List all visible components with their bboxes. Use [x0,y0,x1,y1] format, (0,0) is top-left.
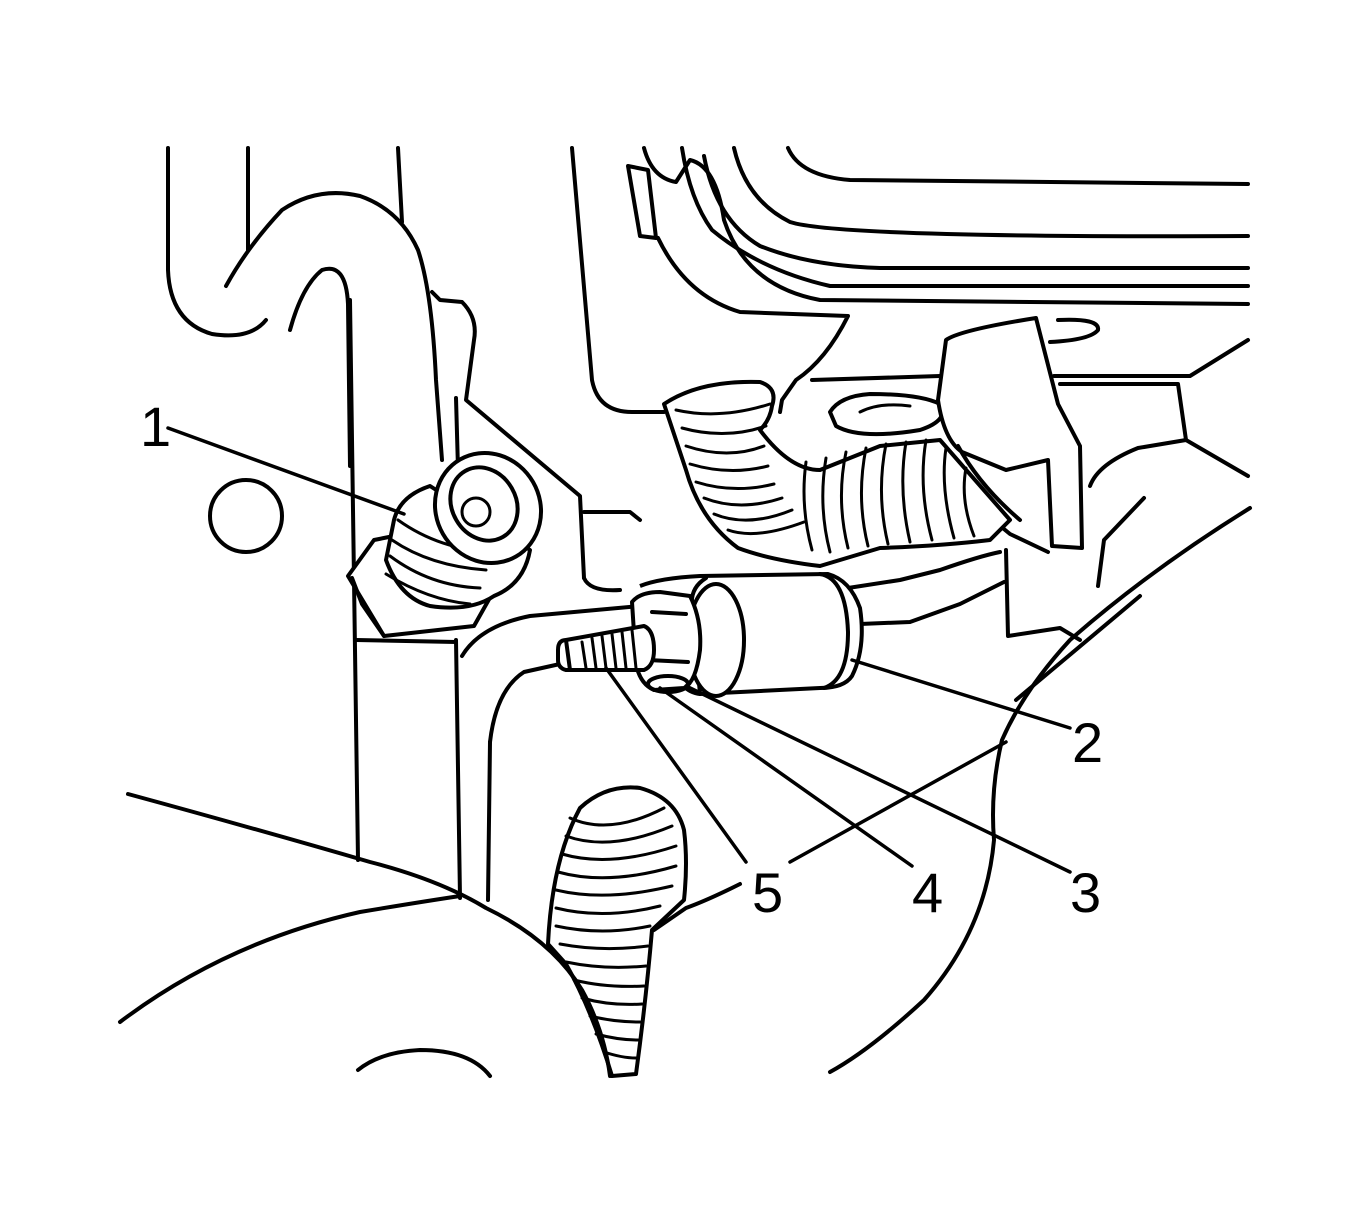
callout-4: 4 [912,861,943,924]
callout-labels: 1 2 3 4 5 [140,395,1103,924]
leader-2 [850,658,1072,730]
callout-3: 3 [1070,861,1101,924]
leader-4 [658,686,914,868]
leader-3 [684,684,1072,874]
upper-bent-pipe [224,191,444,468]
line-tube [460,550,1006,902]
callout-5: 5 [752,861,783,924]
threaded-stud [556,624,656,672]
upper-wiring-harness [662,379,1012,568]
leader-5b [788,740,1008,864]
lower-foreground [118,506,1252,1078]
callout-leaders [166,426,1072,874]
leader-5 [604,666,748,864]
lower-wiring-harness [546,785,742,1078]
pipe-fitting [346,450,544,638]
harness-clip [936,316,1146,642]
leader-1 [166,426,406,516]
upper-right-housing [570,146,1250,488]
callout-1: 1 [140,395,171,458]
callout-2: 2 [1072,711,1103,774]
mounting-bracket [166,146,642,900]
